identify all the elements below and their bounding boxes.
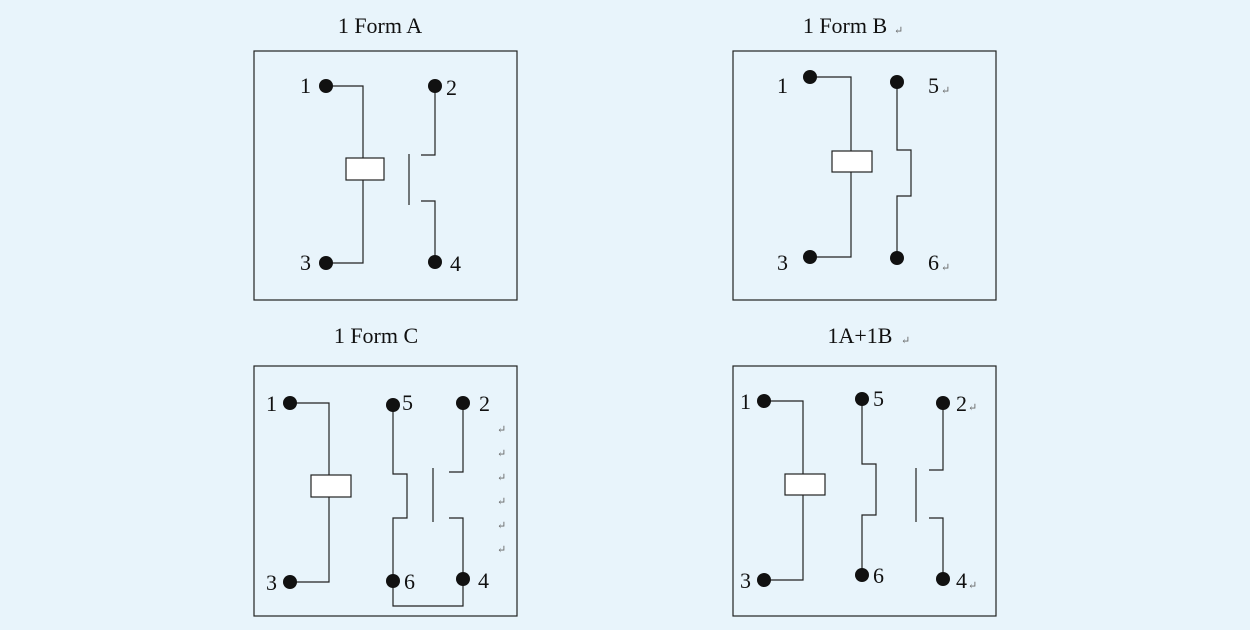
return-mark: ↵ [497, 496, 506, 508]
return-mark: ↵ [894, 25, 903, 37]
terminal-5 [890, 75, 904, 89]
nc-contact [896, 82, 912, 258]
relay-coil [345, 157, 385, 181]
title-1a-1b: 1A+1B [828, 323, 893, 348]
contact-lower [421, 200, 436, 262]
relay-coil [784, 473, 826, 496]
coil-lead-bottom [810, 172, 852, 258]
coil-lead-bottom [326, 180, 364, 264]
return-mark: ↵ [497, 424, 506, 436]
pin-label-1: 1 [266, 391, 277, 416]
diagram-1-form-a: 1 Form A 1 2 3 4 [253, 13, 518, 301]
contact-lower [929, 517, 944, 579]
coil-lead-top [326, 85, 364, 158]
return-mark: ↵ [497, 520, 506, 532]
pin-label-6: 6 [404, 569, 415, 594]
return-mark: ↵ [941, 85, 950, 97]
terminal-3 [803, 250, 817, 264]
pin-label-6: 6 [928, 250, 939, 275]
contact-lower [449, 517, 464, 579]
diagram-1a-1b: 1A+1B ↵ 1 5 2 ↵ 3 6 4 ↵ [732, 323, 997, 617]
coil-lead-top [764, 400, 804, 474]
title-1-form-a: 1 Form A [338, 13, 422, 38]
pin-label-5: 5 [402, 390, 413, 415]
terminal-2 [936, 396, 950, 410]
title-1-form-c: 1 Form C [334, 323, 418, 348]
pin-label-2: 2 [956, 391, 967, 416]
frame-1-form-c [253, 365, 518, 617]
frame-1a-1b [732, 365, 997, 617]
coil-lead-bottom [290, 497, 330, 583]
coil-lead-top [810, 76, 852, 151]
nc-contact [392, 405, 408, 581]
pin-label-5: 5 [873, 386, 884, 411]
nc-contact [861, 399, 877, 575]
terminal-5 [386, 398, 400, 412]
terminal-6 [855, 568, 869, 582]
relay-coil [310, 474, 352, 498]
terminal-4 [936, 572, 950, 586]
pin-label-4: 4 [450, 251, 461, 276]
pin-label-1: 1 [300, 73, 311, 98]
pin-label-3: 3 [266, 570, 277, 595]
frame-1-form-b [732, 50, 997, 301]
coil-lead-bottom [764, 495, 804, 581]
coil-lead-top [290, 402, 330, 475]
terminal-1 [283, 396, 297, 410]
terminal-3 [319, 256, 333, 270]
diagram-1-form-b: 1 Form B ↵ 1 5 ↵ 3 6 ↵ [732, 13, 997, 301]
terminal-1 [319, 79, 333, 93]
terminal-2 [428, 79, 442, 93]
pin-label-4: 4 [956, 568, 967, 593]
terminal-1 [757, 394, 771, 408]
diagram-1-form-c: 1 Form C 1 5 2 3 6 4 ↵ ↵ ↵ ↵ ↵ ↵ [253, 323, 518, 617]
pin-label-2: 2 [446, 75, 457, 100]
relay-coil [831, 150, 873, 173]
pin-label-1: 1 [777, 73, 788, 98]
return-mark: ↵ [941, 262, 950, 274]
title-1-form-b: 1 Form B [803, 13, 887, 38]
contact-upper [929, 403, 944, 471]
pin-label-3: 3 [777, 250, 788, 275]
pin-label-1: 1 [740, 389, 751, 414]
pin-label-3: 3 [300, 250, 311, 275]
return-mark: ↵ [901, 335, 910, 347]
return-mark: ↵ [497, 448, 506, 460]
common-link [392, 579, 464, 607]
terminal-4 [456, 572, 470, 586]
frame-1-form-a [253, 50, 518, 301]
pin-label-3: 3 [740, 568, 751, 593]
terminal-1 [803, 70, 817, 84]
terminal-3 [757, 573, 771, 587]
terminal-2 [456, 396, 470, 410]
return-mark: ↵ [497, 472, 506, 484]
contact-upper [421, 86, 436, 156]
terminal-4 [428, 255, 442, 269]
return-mark: ↵ [968, 402, 977, 414]
pin-label-5: 5 [928, 73, 939, 98]
pin-label-6: 6 [873, 563, 884, 588]
pin-label-2: 2 [479, 391, 490, 416]
return-mark: ↵ [968, 580, 977, 592]
terminal-5 [855, 392, 869, 406]
terminal-6 [386, 574, 400, 588]
pin-label-4: 4 [478, 568, 489, 593]
return-mark: ↵ [497, 544, 506, 556]
terminal-6 [890, 251, 904, 265]
contact-upper [449, 403, 464, 473]
terminal-3 [283, 575, 297, 589]
